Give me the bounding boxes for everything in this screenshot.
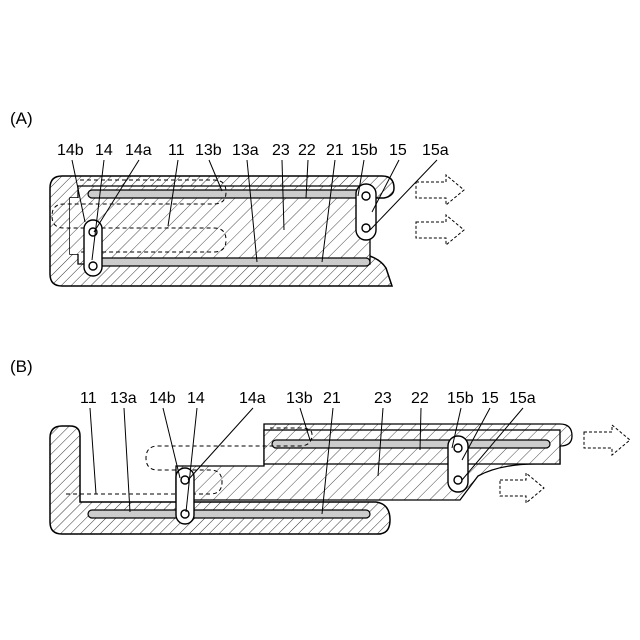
rail-13a-a bbox=[88, 258, 370, 266]
label-a-15: 15 bbox=[389, 142, 407, 159]
tray-23-a-cut bbox=[70, 198, 360, 254]
label-a-13a: 13a bbox=[232, 142, 259, 159]
pin-15a-b bbox=[454, 476, 462, 484]
panel-b: (B) bbox=[10, 357, 630, 534]
label-b-13b: 13b bbox=[286, 390, 313, 407]
panel-b-title: (B) bbox=[10, 357, 33, 376]
label-a-14a: 14a bbox=[125, 142, 152, 159]
label-a-11: 11 bbox=[168, 142, 185, 159]
pin-14a-b bbox=[181, 510, 189, 518]
label-a-15a: 15a bbox=[422, 142, 449, 159]
label-b-14b: 14b bbox=[149, 390, 176, 407]
pin-14a-a bbox=[89, 262, 97, 270]
label-a-13b: 13b bbox=[195, 142, 222, 159]
label-b-23: 23 bbox=[374, 390, 392, 407]
label-a-14: 14 bbox=[95, 142, 113, 159]
label-a-15b: 15b bbox=[351, 142, 378, 159]
arrow-b1 bbox=[584, 425, 630, 455]
label-b-15b: 15b bbox=[447, 390, 474, 407]
panel-a: (A) bbox=[10, 109, 464, 286]
label-b-15: 15 bbox=[481, 390, 499, 407]
label-a-22: 22 bbox=[298, 142, 316, 159]
arrow-a1 bbox=[416, 175, 464, 205]
label-b-14: 14 bbox=[187, 390, 205, 407]
label-b-13a: 13a bbox=[110, 390, 137, 407]
label-b-22: 22 bbox=[411, 390, 429, 407]
arrow-b2 bbox=[500, 473, 544, 503]
pin-15b-a bbox=[362, 192, 370, 200]
label-b-11: 11 bbox=[80, 390, 97, 407]
pin-14b-b bbox=[181, 476, 189, 484]
rail-13b-b bbox=[272, 440, 550, 448]
rail-13b-a bbox=[88, 190, 370, 198]
label-b-15a: 15a bbox=[509, 390, 536, 407]
panel-a-title: (A) bbox=[10, 109, 33, 128]
label-b-21: 21 bbox=[323, 390, 341, 407]
labels-b: 11 13a 14b 14 14a 13b 21 23 22 15b 15 15… bbox=[80, 390, 536, 407]
label-a-21: 21 bbox=[326, 142, 344, 159]
pin-15b-b bbox=[454, 444, 462, 452]
labels-a: 14b 14 14a 11 13b 13a 23 22 21 15b 15 15… bbox=[57, 142, 449, 159]
label-a-23: 23 bbox=[272, 142, 290, 159]
pin-15a-a bbox=[362, 224, 370, 232]
arrow-a2 bbox=[416, 215, 464, 245]
label-a-14b: 14b bbox=[57, 142, 84, 159]
label-b-14a: 14a bbox=[239, 390, 266, 407]
